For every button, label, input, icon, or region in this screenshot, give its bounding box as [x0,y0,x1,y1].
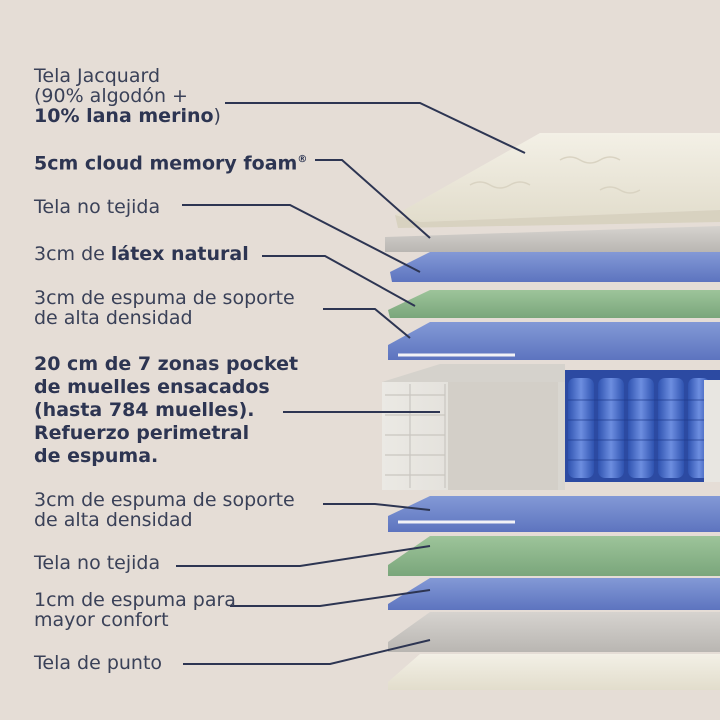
label-jacquard-line3: 10% lana merino) [34,106,221,126]
leader-cloud-foam [315,159,431,239]
layer-natural-latex [388,290,720,318]
label-pocket-line3: (hasta 784 muelles). [34,399,255,421]
label-pocket-line4: Refuerzo perimetral [34,422,250,444]
label-knit-fabric: Tela de punto [34,652,163,674]
label-comfort-foam-line2: mayor confort [34,609,169,631]
label-support-foam-top-line2: de alta densidad [34,307,193,329]
label-cloud-memory-foam: 5cm cloud memory foam® [34,150,307,173]
label-support-foam-bottom: 3cm de espuma de soporte de alta densida… [34,490,295,530]
pocket-spring-coils [568,378,710,478]
layer-pocket-springs [382,364,720,490]
label-comfort-foam-line1: 1cm de espuma para [34,589,236,611]
registered-mark: ® [297,154,308,165]
label-jacquard-line2: (90% algodón + [34,85,188,107]
label-jacquard: Tela Jacquard (90% algodón + 10% lana me… [34,66,221,126]
leader-comfort-foam [230,589,431,607]
label-latex: 3cm de látex natural [34,244,249,264]
layer-nonwoven-top [390,252,720,282]
label-jacquard-line1: Tela Jacquard [34,65,161,87]
label-pocket-springs: 20 cm de 7 zonas pocket de muelles ensac… [34,353,298,468]
label-nonwoven-top: Tela no tejida [34,196,161,218]
label-latex-bold: látex natural [110,243,249,265]
label-nonwoven-bottom: Tela no tejida [34,552,161,574]
label-support-foam-top: 3cm de espuma de soporte de alta densida… [34,288,295,328]
label-support-foam-bottom-line2: de alta densidad [34,509,193,531]
leader-support-bottom [323,503,431,511]
leader-jacquard [225,102,526,154]
leader-nonwoven-bottom [176,545,431,567]
layer-jacquard-cover [395,133,720,228]
leader-latex [262,255,416,307]
layer-knit-fabric [388,654,720,690]
label-pocket-line1: 20 cm de 7 zonas pocket [34,353,299,375]
leader-lines [176,102,526,665]
leader-support-top [323,308,411,339]
leader-nonwoven-top [182,204,421,273]
layer-nonwoven-bottom [388,536,720,576]
layer-support-foam-bottom [388,496,720,532]
label-support-foam-bottom-line1: 3cm de espuma de soporte [34,489,295,511]
label-support-foam-top-line1: 3cm de espuma de soporte [34,287,295,309]
label-pocket-line2: de muelles ensacados [34,376,270,398]
layer-cloud-memory-foam [385,226,720,252]
label-latex-prefix: 3cm de [34,243,111,265]
layer-grey-fabric [388,612,720,652]
label-cloud-memory-foam-text: 5cm cloud memory foam [34,152,298,175]
label-jacquard-close: ) [213,105,221,127]
leader-knit [183,639,431,665]
label-jacquard-merino: 10% lana merino [34,105,214,127]
layer-comfort-foam [388,578,720,610]
label-pocket-line5: de espuma. [34,445,159,467]
layer-support-foam-top [388,322,720,360]
label-comfort-foam: 1cm de espuma para mayor confort [34,590,236,630]
foam-edge-quilting [385,384,516,488]
